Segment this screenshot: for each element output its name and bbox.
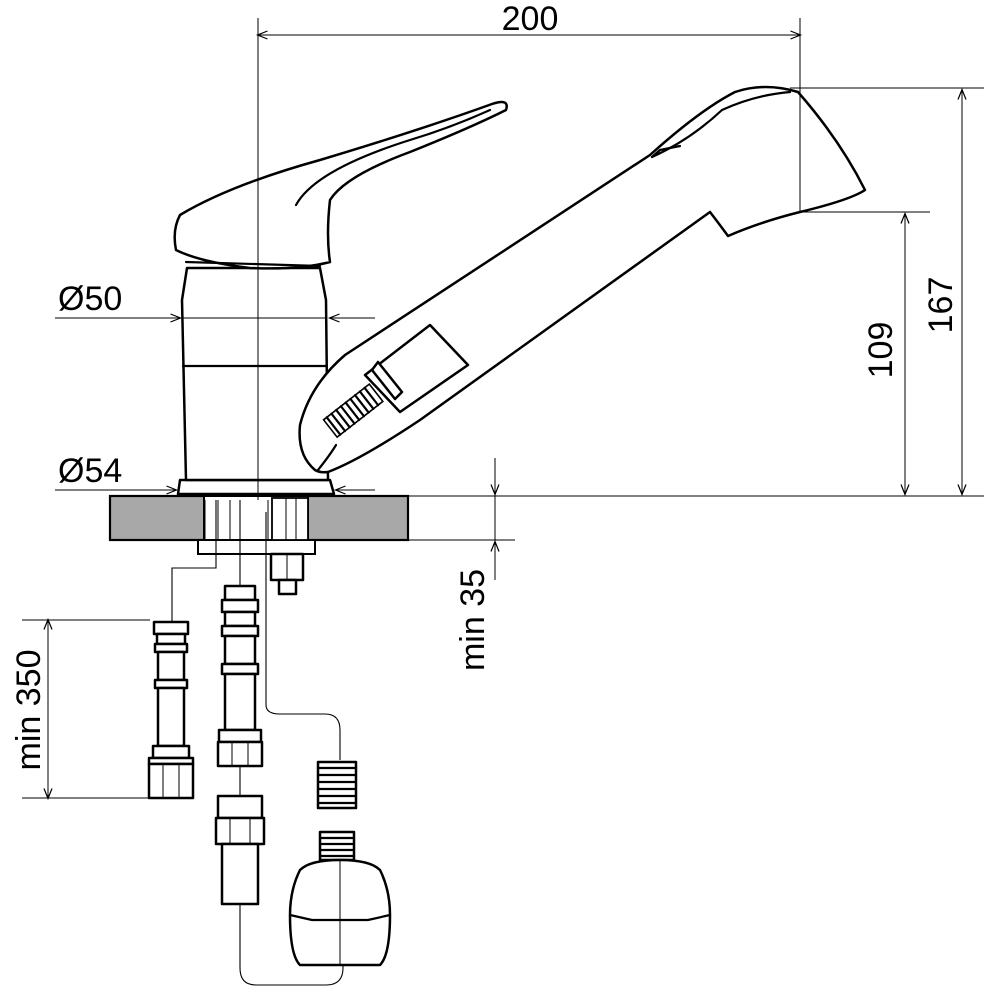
spout-spring (322, 382, 384, 439)
dim-height-spout: 109 (862, 322, 900, 379)
countertop (108, 494, 410, 555)
dim-min-mount-depth: min 35 (454, 569, 492, 671)
dimension-lines (22, 18, 984, 801)
weight-spring (316, 760, 358, 810)
dim-diameter-body: Ø50 (58, 280, 122, 318)
hose-connector (214, 794, 266, 906)
dim-width-total: 200 (502, 0, 559, 38)
hoses (147, 500, 392, 986)
lever-handle (173, 100, 508, 270)
faucet-body (176, 266, 336, 496)
dim-diameter-base: Ø54 (58, 452, 122, 490)
dim-height-total: 167 (922, 277, 960, 334)
dim-min-hose-length: min 350 (10, 650, 48, 771)
pullout-spout (298, 85, 867, 474)
hose-weight (288, 830, 392, 967)
flex-hose-middle (216, 584, 264, 768)
flex-hose-left (147, 620, 195, 800)
mounting-stud (269, 552, 305, 596)
